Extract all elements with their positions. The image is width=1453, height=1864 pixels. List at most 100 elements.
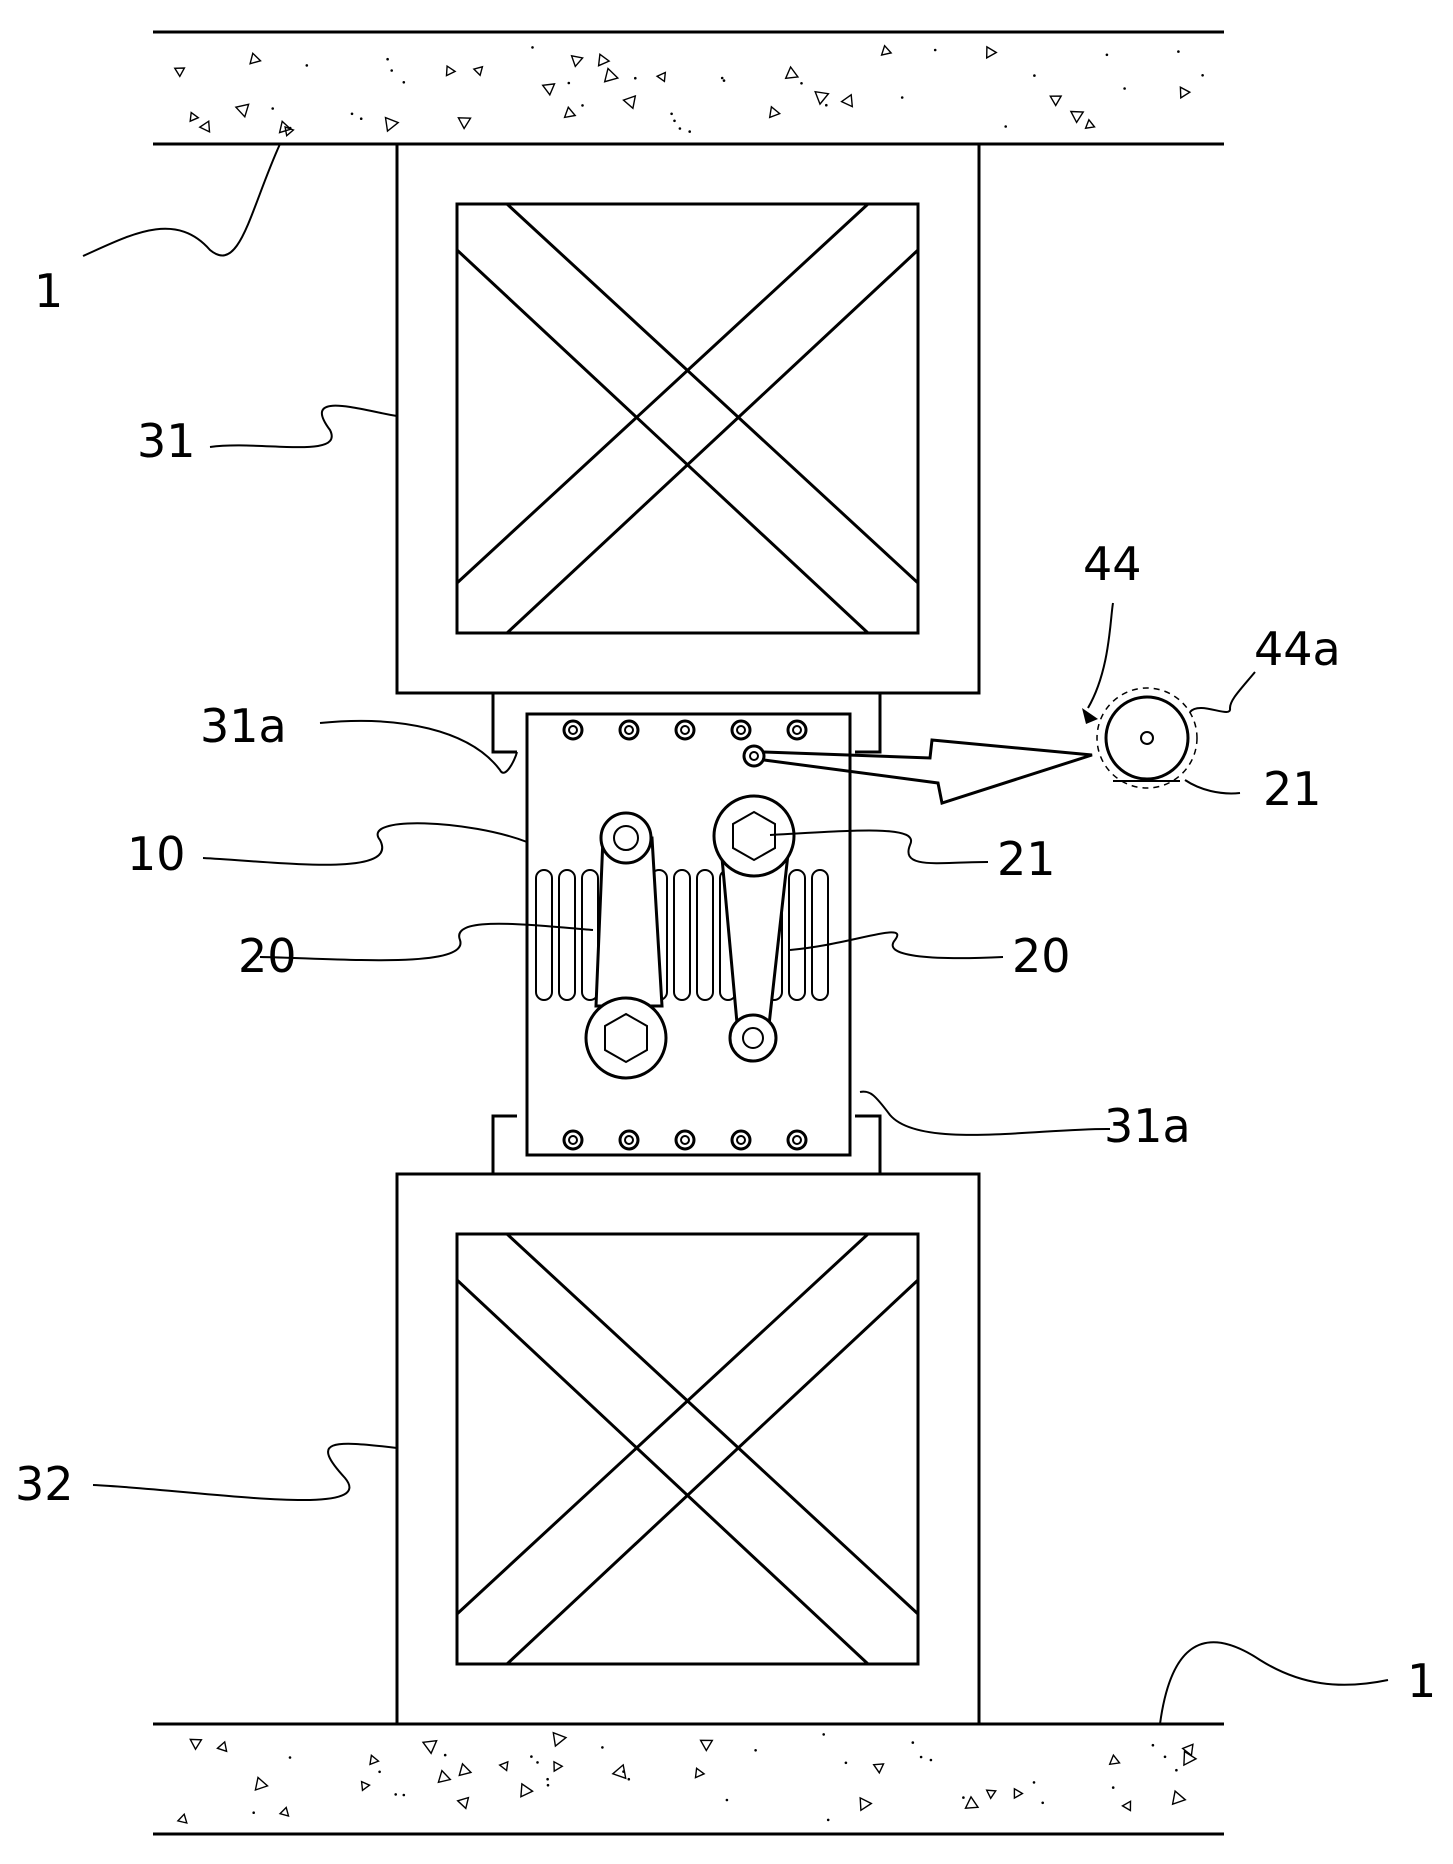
leader-lines bbox=[82, 143, 1389, 1725]
concrete-speck bbox=[1108, 1753, 1121, 1766]
concrete-speck bbox=[1069, 110, 1085, 124]
concrete-speck bbox=[457, 117, 472, 130]
lower-column-block bbox=[395, 1172, 981, 1726]
concrete-dot bbox=[1163, 1755, 1167, 1759]
plate-bolt bbox=[562, 719, 584, 741]
concrete-dot bbox=[933, 48, 937, 52]
label-floor-bottom: 1 bbox=[1407, 1654, 1436, 1708]
plate-bolt bbox=[786, 1129, 808, 1151]
concrete-speck bbox=[456, 1796, 470, 1810]
concrete-dot bbox=[402, 81, 406, 84]
concrete-speck bbox=[445, 64, 457, 77]
concrete-speck bbox=[964, 1795, 980, 1809]
concrete-dot bbox=[627, 1777, 631, 1781]
concrete-speck bbox=[249, 51, 262, 65]
label-bracket-upper: 31a bbox=[200, 699, 287, 753]
plate-slot bbox=[811, 869, 829, 1001]
plate-bolt bbox=[674, 719, 696, 741]
concrete-dot bbox=[1004, 125, 1007, 128]
concrete-dot bbox=[601, 1746, 604, 1749]
concrete-dot bbox=[634, 76, 637, 80]
concrete-speck bbox=[1084, 118, 1096, 130]
concrete-speck bbox=[1171, 1789, 1187, 1806]
concrete-speck bbox=[603, 67, 620, 83]
upper-bracket bbox=[491, 693, 882, 754]
concrete-speck bbox=[369, 1753, 380, 1766]
plate-bolt bbox=[562, 1129, 584, 1151]
label-detail-roller: 44a bbox=[1254, 622, 1341, 676]
concrete-speck bbox=[570, 54, 584, 68]
concrete-dot bbox=[443, 1753, 447, 1757]
concrete-dot bbox=[670, 112, 673, 116]
concrete-speck bbox=[985, 45, 998, 60]
concrete-dot bbox=[252, 1811, 255, 1814]
concrete-speck bbox=[611, 1763, 627, 1780]
concrete-speck bbox=[985, 1789, 997, 1800]
concrete-dot bbox=[288, 1756, 292, 1759]
concrete-dot bbox=[1175, 1768, 1178, 1772]
concrete-speck bbox=[176, 1812, 188, 1824]
concrete-dot bbox=[386, 57, 389, 61]
concrete-speck bbox=[597, 53, 611, 67]
plate-bolt-hole bbox=[680, 725, 690, 735]
concrete-speck bbox=[278, 119, 293, 134]
concrete-dot bbox=[678, 127, 682, 130]
concrete-speck bbox=[553, 1760, 564, 1773]
concrete-speck bbox=[189, 111, 200, 123]
detail-view bbox=[1082, 687, 1198, 789]
label-upper-block: 31 bbox=[137, 414, 196, 468]
concrete-speck bbox=[498, 1760, 509, 1772]
concrete-speck bbox=[1179, 86, 1192, 100]
concrete-speck bbox=[694, 1767, 706, 1779]
concrete-dot bbox=[962, 1796, 965, 1799]
concrete-speck bbox=[1013, 1787, 1024, 1800]
concrete-speck bbox=[198, 119, 211, 134]
concrete-dot bbox=[911, 1741, 915, 1744]
concrete-speck bbox=[520, 1782, 534, 1798]
label-floor-top: 1 bbox=[34, 264, 63, 318]
concrete-dot bbox=[720, 76, 724, 80]
concrete-speck bbox=[1121, 1800, 1132, 1812]
plate-bolt bbox=[786, 719, 808, 741]
concrete-dot bbox=[390, 69, 394, 72]
concrete-speck bbox=[437, 1769, 452, 1784]
plate-slot bbox=[558, 869, 576, 1001]
bottom-concrete-slab bbox=[153, 1722, 1224, 1836]
concrete-dot bbox=[536, 1761, 539, 1764]
plate-bolt-hole bbox=[680, 1135, 690, 1145]
concrete-dot bbox=[1105, 53, 1109, 57]
concrete-dot bbox=[1177, 50, 1180, 53]
concrete-dot bbox=[722, 79, 726, 82]
plate-bolt-hole bbox=[736, 1135, 746, 1145]
plate-slot bbox=[788, 869, 806, 1001]
concrete-speck bbox=[563, 105, 577, 119]
plate-slot bbox=[696, 869, 714, 1001]
concrete-dot bbox=[673, 119, 676, 123]
plate-slot bbox=[673, 869, 691, 1001]
concrete-dot bbox=[402, 1793, 406, 1797]
concrete-dot bbox=[1032, 1781, 1036, 1784]
plate-bolt-hole bbox=[624, 725, 634, 735]
concrete-dot bbox=[1033, 74, 1036, 77]
concrete-speck bbox=[872, 1763, 885, 1775]
label-link-arm-right: 20 bbox=[1012, 929, 1071, 983]
concrete-speck bbox=[254, 1776, 269, 1792]
concrete-speck bbox=[472, 65, 484, 77]
concrete-speck bbox=[699, 1739, 714, 1752]
link-arm-left bbox=[584, 811, 668, 1080]
concrete-dot bbox=[271, 107, 275, 110]
concrete-dot bbox=[1041, 1801, 1044, 1805]
concrete-dot bbox=[350, 112, 354, 116]
concrete-speck bbox=[234, 103, 250, 119]
concrete-speck bbox=[1183, 1750, 1198, 1767]
concrete-speck bbox=[840, 93, 854, 108]
label-lower-block: 32 bbox=[15, 1457, 74, 1511]
plate-bolt-hole bbox=[792, 1135, 802, 1145]
concrete-speck bbox=[173, 67, 186, 78]
damper-plate bbox=[525, 712, 852, 1157]
plate-bolt-hole bbox=[792, 725, 802, 735]
concrete-dot bbox=[378, 1770, 381, 1774]
plate-bolt bbox=[730, 1129, 752, 1151]
concrete-speck bbox=[622, 94, 637, 110]
